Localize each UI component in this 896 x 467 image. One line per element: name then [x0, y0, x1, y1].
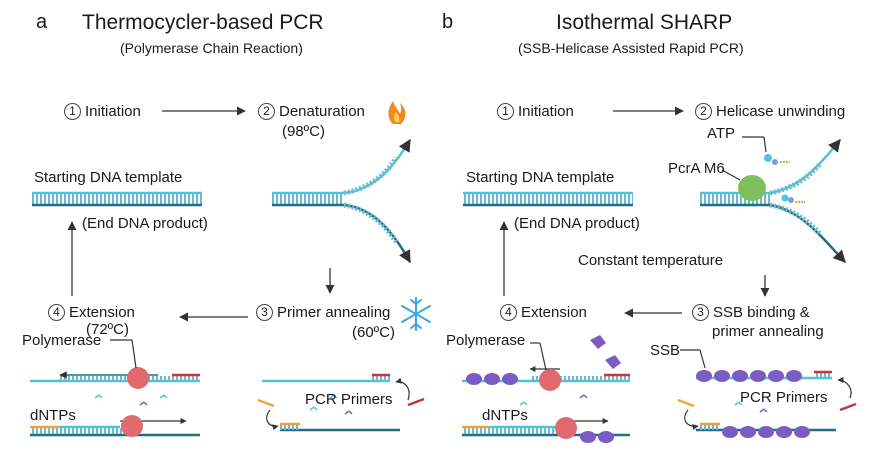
- step-number: 1: [64, 103, 81, 120]
- step-label: Helicase unwinding: [716, 103, 846, 120]
- flame-icon: [388, 101, 406, 124]
- step-label: Denaturation: [279, 103, 365, 120]
- product-label-b: (End DNA product): [514, 215, 640, 232]
- dntps-label-b: dNTPs: [482, 407, 528, 424]
- constant-temp-label: Constant temperature: [578, 252, 724, 269]
- panel-a-letter: a: [36, 11, 48, 33]
- step-number: 2: [695, 103, 712, 120]
- panel-b-title: Isothermal SHARP: [556, 11, 733, 34]
- ssb-step-line2: primer annealing: [712, 323, 824, 340]
- step-number: 1: [497, 103, 514, 120]
- step-number: 4: [500, 304, 517, 321]
- template-label-b: Starting DNA template: [466, 169, 615, 186]
- ssb-label: SSB: [650, 342, 681, 359]
- annealing-strands-a: [257, 373, 425, 432]
- template-label-a: Starting DNA template: [34, 169, 183, 186]
- product-label-a: (End DNA product): [82, 215, 208, 232]
- extension-temp-a: (72ºC): [86, 321, 129, 338]
- polymerase-label-b: Polymerase: [446, 332, 526, 349]
- dna-template-b: [463, 191, 633, 207]
- primers-label-a: PCR Primers: [305, 391, 393, 408]
- panel-b-subtitle: (SSB-Helicase Assisted Rapid PCR): [518, 40, 744, 56]
- panel-b-letter: b: [442, 11, 454, 33]
- panel-a-title: Thermocycler-based PCR: [82, 11, 324, 34]
- step-number: 3: [256, 304, 273, 321]
- polymerase-label-a: Polymerase: [22, 332, 102, 349]
- step-label: Primer annealing: [277, 304, 391, 321]
- primers-label-b: PCR Primers: [740, 389, 828, 406]
- step-label: Extension: [69, 304, 135, 321]
- ssb-strands-b: [677, 349, 857, 438]
- dna-fork-a: [272, 138, 412, 264]
- step-label: SSB binding &: [713, 304, 810, 321]
- dntps-label-a: dNTPs: [30, 407, 76, 424]
- step-number: 4: [48, 304, 65, 321]
- snowflake-icon: [401, 297, 431, 331]
- step-label: Extension: [521, 304, 587, 321]
- atp-label: ATP: [707, 125, 736, 142]
- extension-strands-a: [30, 339, 200, 437]
- helicase-icon: [738, 175, 766, 201]
- annealing-temp-a: (60ºC): [352, 324, 395, 341]
- dna-template-a: [32, 191, 202, 207]
- step-number: 2: [258, 103, 275, 120]
- step-label: Initiation: [85, 103, 141, 120]
- extension-strands-b: [462, 335, 630, 443]
- step-label: Initiation: [518, 103, 574, 120]
- step-number: 3: [692, 304, 709, 321]
- panel-a-subtitle: (Polymerase Chain Reaction): [120, 40, 303, 56]
- dna-fork-b: [700, 136, 846, 263]
- helicase-label: PcrA M6: [668, 160, 725, 177]
- denaturation-temp-a: (98ºC): [282, 123, 325, 140]
